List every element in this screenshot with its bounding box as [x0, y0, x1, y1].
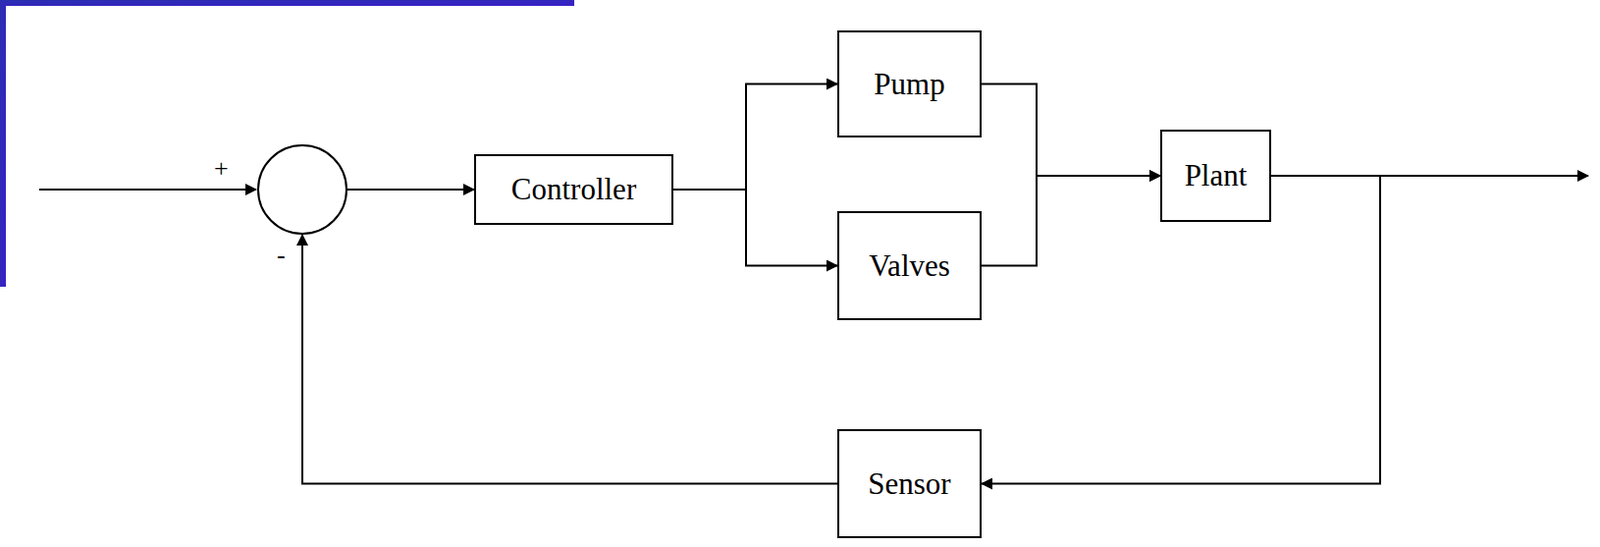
input-arrow	[39, 188, 257, 191]
signal-arrow	[673, 84, 838, 191]
sign-label: -	[276, 240, 286, 270]
controller-box: Controller	[474, 154, 674, 225]
slide-band	[0, 0, 575, 6]
signal-arrow	[347, 188, 475, 191]
box-label: Plant	[1184, 158, 1248, 194]
signal-arrow	[302, 234, 838, 484]
signal-arrow	[981, 175, 1161, 267]
signal-arrow	[673, 189, 838, 267]
sensor-box: Sensor	[837, 428, 982, 538]
box-label: Pump	[873, 66, 945, 103]
box-label: Sensor	[867, 466, 951, 502]
box-label: Valves	[868, 248, 951, 284]
valves-box: Valves	[837, 211, 982, 320]
summing-junction: +-	[257, 144, 348, 235]
pump-box: Pump	[837, 30, 982, 138]
sign-label: +	[213, 154, 229, 184]
plant-box: Plant	[1160, 129, 1272, 222]
signal-arrow	[981, 84, 1161, 177]
box-label: Controller	[511, 171, 637, 208]
slide-band	[0, 0, 6, 287]
signal-arrow	[981, 175, 1381, 484]
